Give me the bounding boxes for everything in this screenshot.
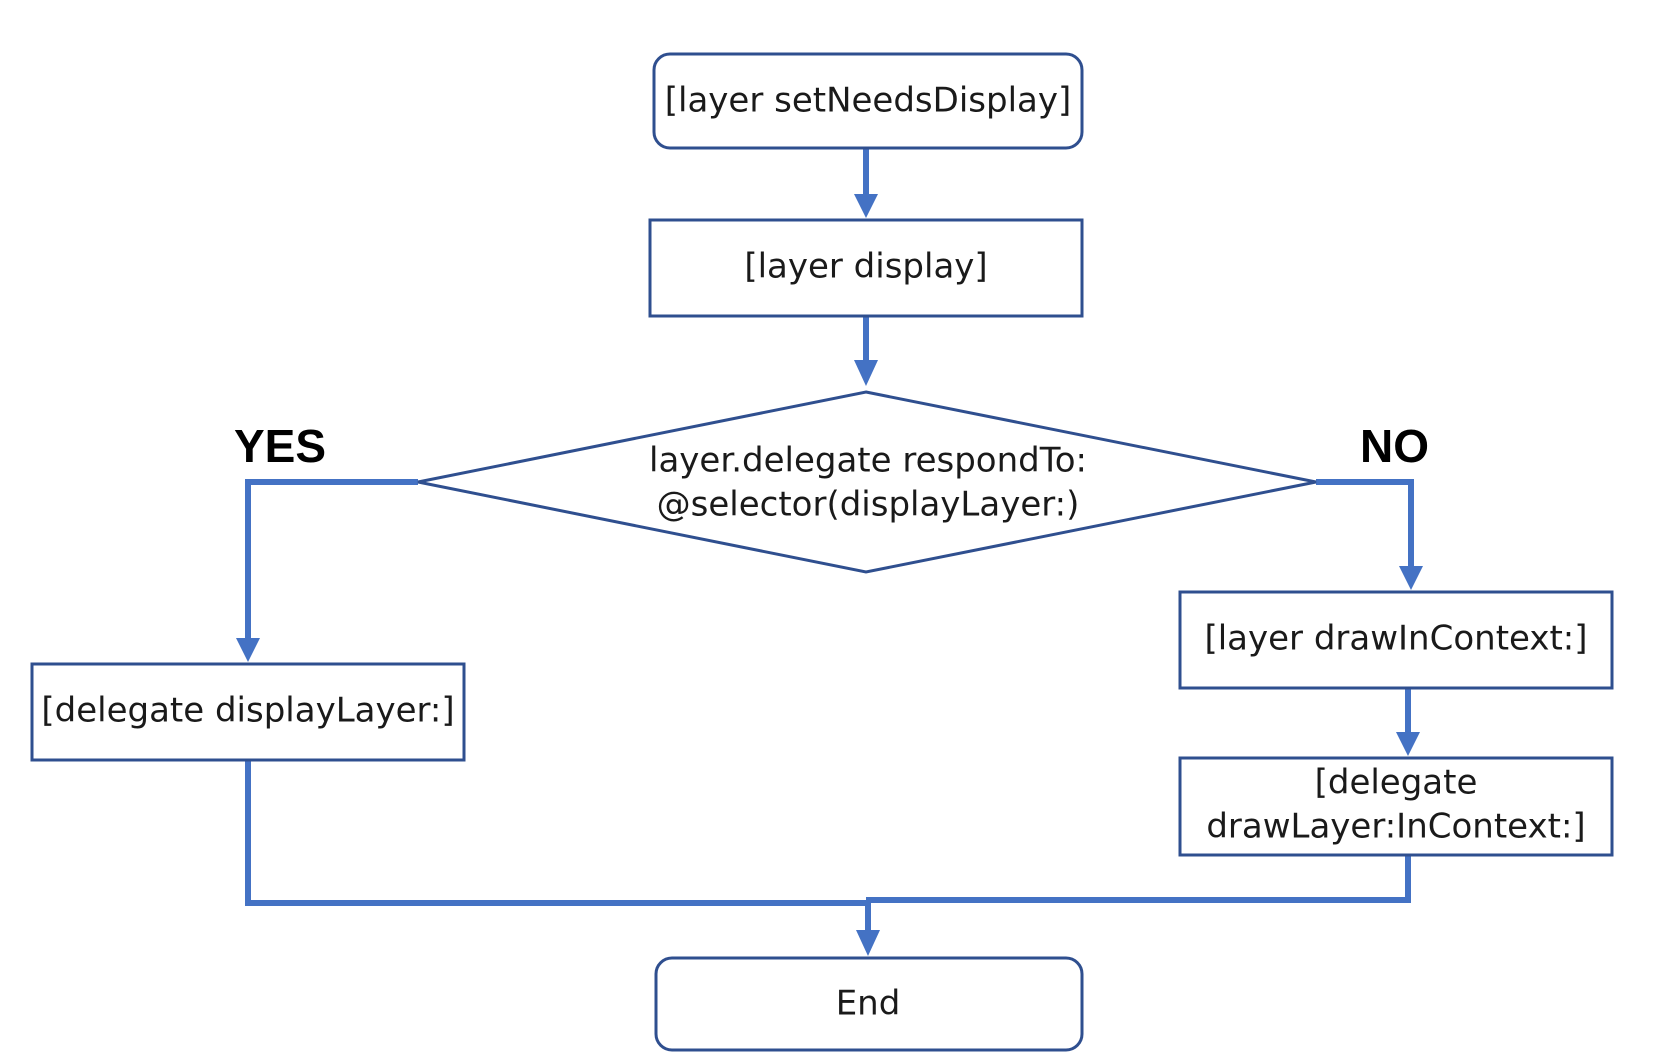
arrowhead-no-action-2 xyxy=(1396,732,1420,756)
arrowhead-display xyxy=(854,194,878,218)
arrowheads xyxy=(236,194,1423,956)
arrowhead-yes-action xyxy=(236,638,260,662)
arrowhead-no-action-1 xyxy=(1399,566,1423,590)
connector-yes-branch xyxy=(245,479,418,642)
node-no-action-2-line2: drawLayer:InContext:] xyxy=(1206,807,1585,847)
connector-no-branch xyxy=(1316,479,1414,570)
node-no-action-2-line1: [delegate xyxy=(1315,763,1478,803)
node-no-action-1-label: [layer drawInContext:] xyxy=(1204,619,1587,659)
node-no-action-2: [delegate drawLayer:InContext:] xyxy=(1178,756,1614,857)
connector-no-merge xyxy=(866,855,1411,903)
branch-label-no: NO xyxy=(1360,420,1429,472)
arrowhead-end xyxy=(856,930,880,956)
connectors xyxy=(245,148,1414,935)
arrowhead-decision xyxy=(854,360,878,386)
connector-yes-merge xyxy=(245,760,866,906)
node-start: [layer setNeedsDisplay] xyxy=(652,52,1084,150)
branch-label-yes: YES xyxy=(234,420,326,472)
node-display: [layer display] xyxy=(648,218,1084,318)
node-decision-line2: @selector(displayLayer:) xyxy=(657,485,1080,525)
node-yes-action-label: [delegate displayLayer:] xyxy=(41,691,454,731)
node-end-label: End xyxy=(836,984,901,1024)
node-yes-action: [delegate displayLayer:] xyxy=(30,662,466,762)
node-decision-line1: layer.delegate respondTo: xyxy=(649,441,1087,481)
node-start-label: [layer setNeedsDisplay] xyxy=(665,81,1072,121)
node-decision: layer.delegate respondTo: @selector(disp… xyxy=(417,390,1317,574)
node-display-label: [layer display] xyxy=(744,247,987,287)
node-no-action-1: [layer drawInContext:] xyxy=(1178,590,1614,690)
node-end: End xyxy=(654,956,1084,1052)
